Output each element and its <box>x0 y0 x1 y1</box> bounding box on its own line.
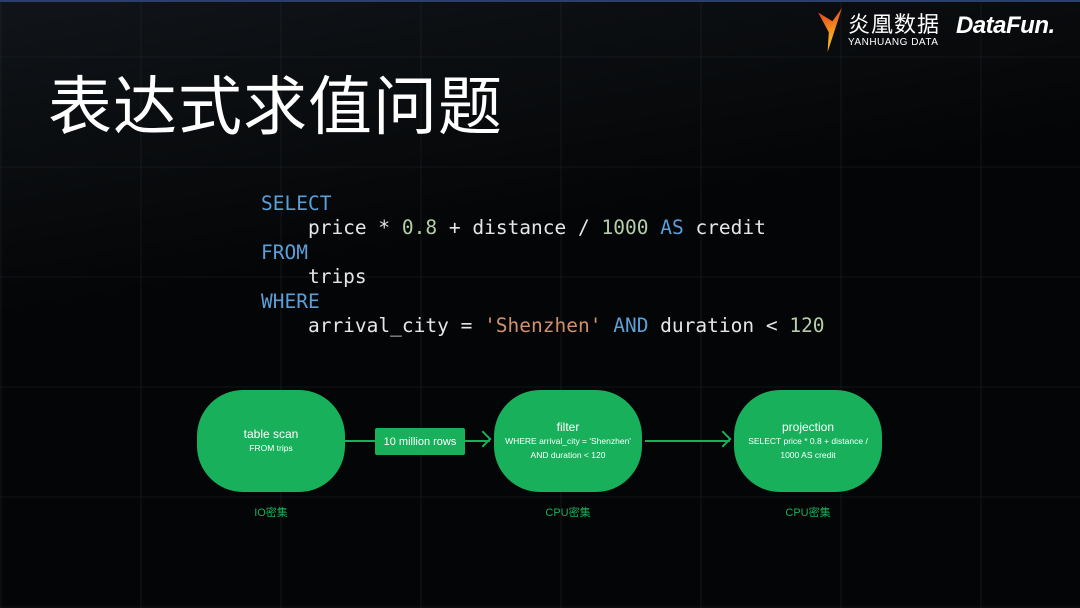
node-title: projection <box>781 420 835 434</box>
n: 0.8 <box>401 216 438 240</box>
node-sub: FROM trips <box>249 443 293 453</box>
slide-title: 表达式求值问题 <box>48 71 503 143</box>
node-sub: WHERE arrival_city = 'Shenzhen' AND dura… <box>505 436 631 460</box>
t: + distance / <box>437 216 602 240</box>
node-sub: SELECT price * 0.8 + distance / 1000 AS … <box>748 436 868 460</box>
sql-code: SELECT price * 0.8 + distance / 1000 AS … <box>261 192 825 338</box>
n: 120 <box>789 314 825 338</box>
node-label: IO密集 <box>254 507 288 519</box>
kw: SELECT <box>261 192 332 215</box>
node-title: filter <box>556 420 580 434</box>
node-title: table scan <box>243 427 299 441</box>
node-label: CPU密集 <box>545 507 591 519</box>
node-label: CPU密集 <box>785 507 831 519</box>
kw: AND <box>601 314 649 338</box>
s: 'Shenzhen' <box>484 314 602 338</box>
logo-en: YANHUANG DATA <box>848 36 939 48</box>
t: trips <box>261 265 367 289</box>
t: credit <box>683 216 766 240</box>
n: 1000 <box>601 216 649 240</box>
datafun-logo: DataFun. <box>956 12 1055 39</box>
t: duration < <box>648 314 790 338</box>
t: price * <box>261 216 402 240</box>
top-border <box>0 0 1080 2</box>
kw: WHERE <box>261 289 320 313</box>
kw: FROM <box>261 240 308 264</box>
logo-cn: 炎凰数据 <box>848 11 941 37</box>
kw: AS <box>648 216 684 240</box>
phoenix-icon <box>818 8 842 52</box>
edge-line <box>645 440 730 442</box>
edge-label: 10 million rows <box>375 428 465 455</box>
t: arrival_city = <box>261 314 485 338</box>
